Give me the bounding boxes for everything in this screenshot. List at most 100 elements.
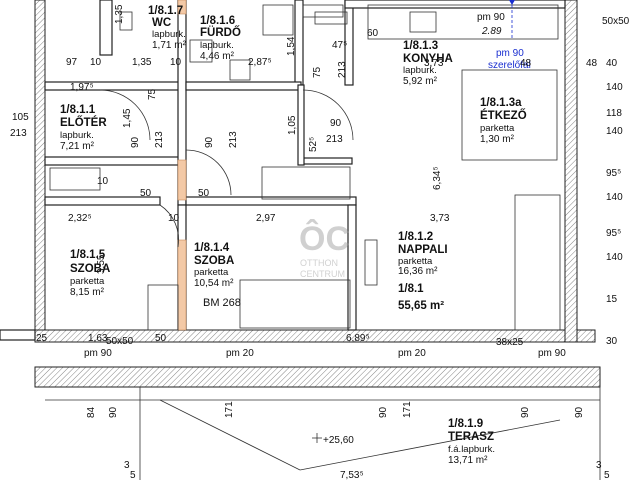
dim-pm20-a: pm 20 (226, 348, 254, 359)
dim-52: 52⁵ (308, 137, 319, 152)
dim-90-a: 90 (330, 118, 342, 129)
wc-code: 1/8.1.7 (148, 5, 183, 17)
dim-50-a: 50 (140, 188, 152, 199)
eloter-area: 7,21 m² (60, 141, 95, 152)
logo-mark: ÔC (299, 219, 350, 258)
konyha-floor: lapburk. (403, 65, 437, 76)
terasz-code: 1/8.1.9 (448, 418, 483, 430)
dim-2-97: 2,97 (256, 213, 276, 224)
dim-40: 40 (606, 58, 618, 69)
dim-30: 30 (606, 336, 618, 347)
szoba5-floor: parketta (70, 276, 105, 287)
furdo-floor: lapburk. (200, 40, 234, 51)
dim-90-e: 90 (378, 406, 389, 418)
dim-2-87: 2,87⁵ (248, 57, 272, 68)
fixtures (45, 0, 601, 480)
level-value: +25,60 (323, 435, 354, 446)
dim-90-f: 90 (520, 406, 531, 418)
dim-pm90-b: pm 90 (538, 348, 566, 359)
dim-10-d: 10 (168, 213, 180, 224)
dim-75-b: 75 (147, 88, 158, 100)
dim-1-54: 1,54 (286, 36, 297, 56)
dim-60-a: 60 (367, 28, 379, 39)
dim-84: 84 (86, 406, 97, 418)
etkezo-area: 1,30 m² (480, 134, 515, 145)
konyha-code: 1/8.1.3 (403, 40, 438, 52)
szoba4-floor: parketta (194, 267, 229, 278)
dim-75-a: 75 (312, 66, 323, 78)
dim-50x50-b: 50x50 (602, 16, 630, 27)
etkezo-floor: parketta (480, 123, 515, 134)
pm-top-value: 2.89 (481, 26, 502, 37)
eloter-name: ELŐTÉR (60, 116, 107, 129)
dim-5-b: 5 (604, 470, 610, 480)
dim-118: 118 (606, 108, 622, 119)
dim-15: 15 (606, 294, 618, 305)
dim-171-b: 171 (402, 401, 413, 418)
dim-140-a: 140 (606, 82, 623, 93)
dim-3-73-a: 3,73 (424, 58, 444, 69)
dim-25: 25 (36, 333, 48, 344)
wc-name: WC (152, 17, 171, 29)
dim-140-b: 140 (606, 126, 623, 137)
dim-90-b: 90 (130, 136, 141, 148)
dim-3-55: 3,55 (96, 254, 107, 274)
dim-90-d: 90 (108, 406, 119, 418)
pm-top-label: pm 90 (477, 12, 505, 23)
terasz-name: TERASZ (448, 431, 494, 443)
dim-10-a: 10 (90, 57, 102, 68)
dim-171-a: 171 (224, 401, 235, 418)
dim-1-63: 1,63 (88, 333, 108, 344)
pm-note-line2: szerelőfal (488, 60, 531, 71)
terasz-floor: f.á.lapburk. (448, 444, 495, 455)
eloter-code: 1/8.1.1 (60, 104, 96, 116)
dim-1-45: 1,45 (122, 108, 133, 128)
konyha-area: 5,92 m² (403, 76, 438, 87)
dim-48-b: 48 (586, 58, 598, 69)
wc-floor: lapburk. (152, 29, 186, 40)
konyha-name: KONYHA (403, 53, 453, 65)
dim-50-c: 50 (155, 333, 167, 344)
dim-213-a: 213 (10, 128, 27, 139)
dim-48-a: 48 (520, 58, 532, 69)
etkezo-code: 1/8.1.3a (480, 97, 522, 109)
total-code: 1/8.1 (398, 283, 424, 295)
dim-10-c: 10 (97, 176, 109, 187)
etkezo-name: ÉTKEZŐ (480, 109, 527, 122)
dim-50x50-a: 50x50 (106, 336, 134, 347)
dim-140-c: 140 (606, 192, 623, 203)
eloter-floor: lapburk. (60, 130, 94, 141)
nappali-floor: parketta (398, 256, 433, 267)
pm-note-line1: pm 90 (496, 48, 524, 59)
dim-3-73-b: 3,73 (430, 213, 450, 224)
dim-38x25: 38x25 (496, 337, 524, 348)
logo-line1: OTTHON (300, 258, 338, 268)
dim-213-c: 213 (337, 61, 348, 78)
dim-213-d: 213 (154, 131, 165, 148)
dim-3-a: 3 (124, 460, 130, 471)
furdo-area: 4,46 m² (200, 51, 235, 62)
dim-95-a: 95⁵ (606, 168, 621, 179)
dim-90-c: 90 (204, 136, 215, 148)
dim-50-b: 50 (198, 188, 210, 199)
dim-97: 97 (66, 57, 78, 68)
nappali-code: 1/8.1.2 (398, 231, 433, 243)
dim-95-b: 95⁵ (606, 228, 621, 239)
nappali-area: 16,36 m² (398, 266, 438, 277)
szoba5-code: 1/8.1.5 (70, 249, 106, 261)
dim-140-d: 140 (606, 252, 623, 263)
dim-6-34: 6,34⁵ (432, 166, 443, 190)
bm-note: BM 268 (203, 297, 241, 309)
dim-213-b: 213 (326, 134, 343, 145)
logo: ÔC OTTHON CENTRUM (299, 219, 350, 279)
dim-213-e: 213 (228, 131, 239, 148)
szoba4-code: 1/8.1.4 (194, 242, 230, 254)
dim-6-89: 6,89⁵ (346, 333, 370, 344)
interior-walls (44, 0, 566, 331)
outer-walls (0, 0, 601, 388)
dim-1-35-b: 1,35 (132, 57, 152, 68)
dim-105: 105 (12, 112, 29, 123)
dim-1-97: 1,97⁵ (70, 82, 94, 93)
szoba4-name: SZOBA (194, 255, 234, 267)
